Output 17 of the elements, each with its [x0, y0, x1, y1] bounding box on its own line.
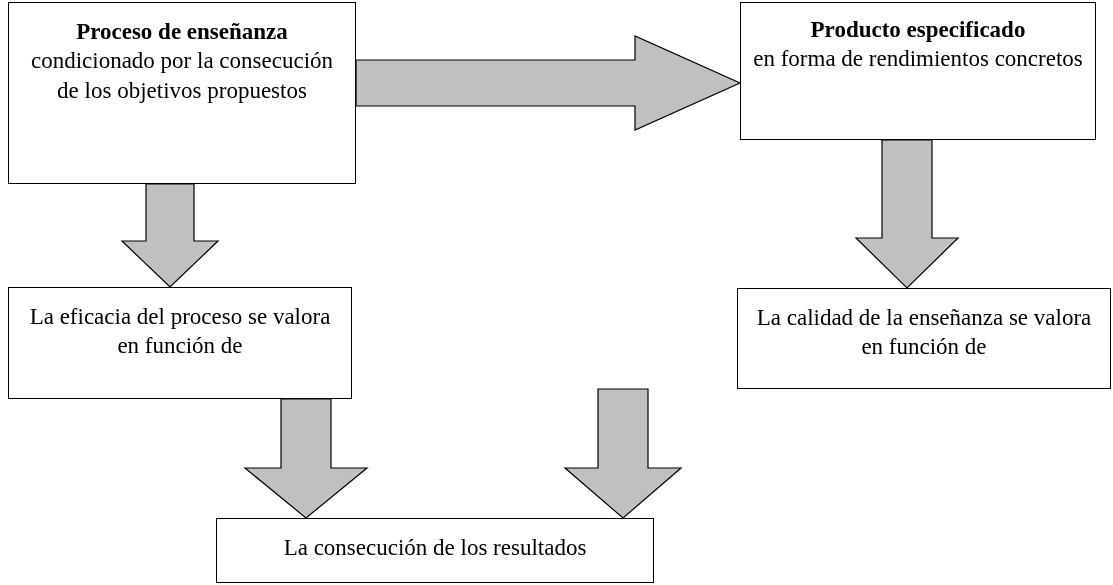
block-arrow — [355, 35, 742, 131]
block-arrow — [243, 398, 369, 519]
block-arrow — [120, 183, 220, 288]
text-box — [737, 288, 1111, 389]
box-text: condicionado por la consecución de los objetivos propuestos — [29, 47, 335, 105]
box-heading: Producto especificado — [809, 16, 1027, 44]
box-text: en forma de rendimientos concretos — [752, 45, 1084, 74]
text-box — [216, 518, 654, 583]
box-heading: Proceso de enseñanza — [75, 18, 289, 46]
box-text: La calidad de la enseñanza se valora en función de — [755, 304, 1093, 362]
block-arrow — [854, 139, 960, 289]
text-box — [8, 2, 356, 184]
box-text: La consecución de los resultados — [282, 534, 588, 562]
text-box — [740, 2, 1096, 140]
text-box — [8, 287, 352, 399]
block-arrow — [563, 388, 683, 519]
box-text: La eficacia del proceso se valora en función de — [28, 303, 332, 361]
